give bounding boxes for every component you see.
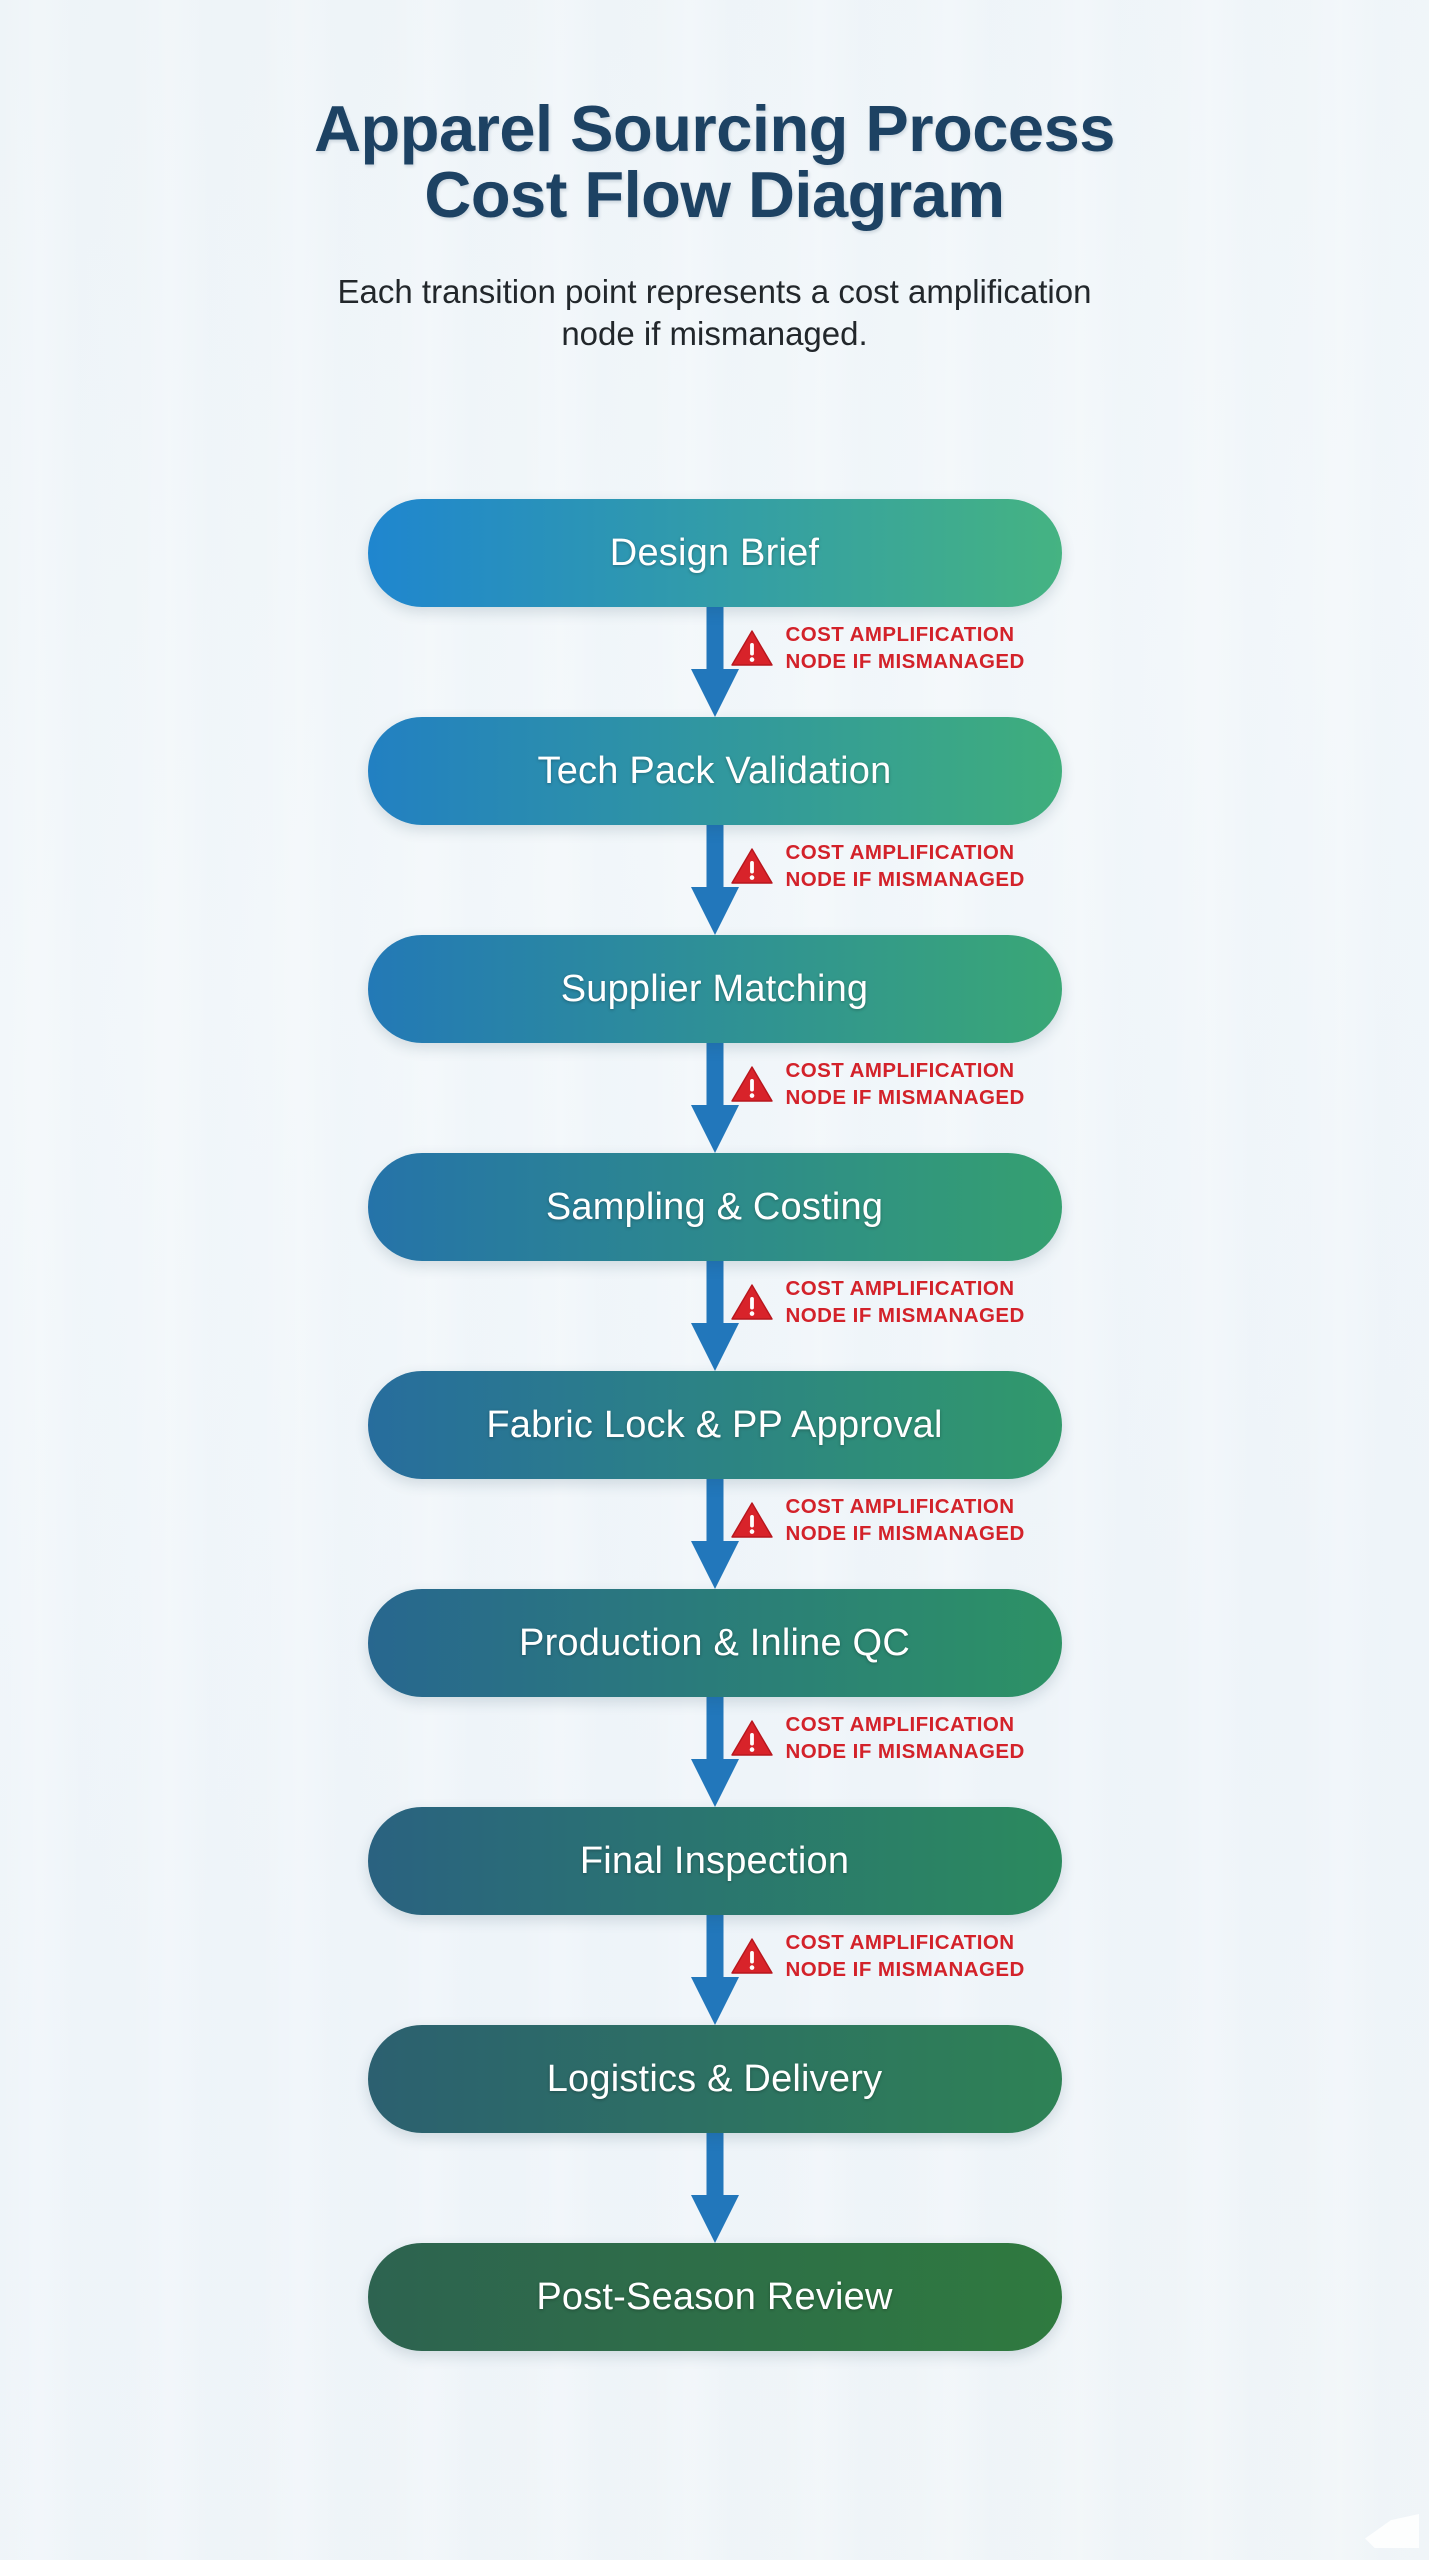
flow-node-label: Post-Season Review: [536, 2275, 893, 2318]
warning-triangle-icon: [730, 847, 773, 885]
cost-amplification-warning: COST AMPLIFICATION NODE IF MISMANAGED: [730, 1275, 1025, 1329]
warning-text-line-2: NODE IF MISMANAGED: [785, 1086, 1025, 1110]
cost-amplification-warning: COST AMPLIFICATION NODE IF MISMANAGED: [730, 839, 1025, 893]
flow-connector: COST AMPLIFICATION NODE IF MISMANAGED: [0, 825, 1429, 935]
warning-text-line-1: COST AMPLIFICATION: [785, 1277, 1015, 1300]
flow-node-label: Sampling & Costing: [545, 1185, 884, 1228]
warning-text-line-1: COST AMPLIFICATION: [785, 1059, 1015, 1082]
flow-connector: [0, 2133, 1429, 2243]
warning-text-line-1: COST AMPLIFICATION: [785, 841, 1015, 864]
warning-triangle-icon: [730, 629, 773, 667]
warning-triangle-icon: [730, 1065, 773, 1103]
flow-step: Production & Inline QC: [0, 1589, 1429, 1697]
flow-node[interactable]: Logistics & Delivery: [367, 2025, 1062, 2133]
flow-step: Sampling & Costing: [0, 1153, 1429, 1261]
warning-text-line-2: NODE IF MISMANAGED: [785, 650, 1025, 674]
flow-node-label: Final Inspection: [579, 1839, 850, 1882]
warning-text-line-1: COST AMPLIFICATION: [785, 623, 1015, 646]
flow-node-label: Supplier Matching: [560, 967, 869, 1010]
flow-step: Tech Pack Validation: [0, 717, 1429, 825]
cost-amplification-warning: COST AMPLIFICATION NODE IF MISMANAGED: [730, 621, 1025, 675]
flow-connector: COST AMPLIFICATION NODE IF MISMANAGED: [0, 1479, 1429, 1589]
flow-node-label: Design Brief: [609, 531, 820, 574]
warning-text: COST AMPLIFICATION NODE IF MISMANAGED: [786, 839, 1025, 893]
flow-connector: COST AMPLIFICATION NODE IF MISMANAGED: [0, 1043, 1429, 1153]
flow-node[interactable]: Design Brief: [367, 499, 1062, 607]
flow-connector: COST AMPLIFICATION NODE IF MISMANAGED: [0, 607, 1429, 717]
flow-connector: COST AMPLIFICATION NODE IF MISMANAGED: [0, 1697, 1429, 1807]
title-line-1: Apparel Sourcing Process: [314, 92, 1115, 165]
flow-step: Post-Season Review: [0, 2243, 1429, 2351]
warning-text: COST AMPLIFICATION NODE IF MISMANAGED: [786, 1275, 1025, 1329]
flow-node[interactable]: Fabric Lock & PP Approval: [367, 1371, 1062, 1479]
title-line-2: Cost Flow Diagram: [424, 158, 1005, 232]
arrow-down-icon: [690, 1043, 739, 1153]
flow-node-label: Logistics & Delivery: [546, 2057, 883, 2100]
warning-text-line-2: NODE IF MISMANAGED: [785, 1304, 1025, 1328]
warning-text-line-2: NODE IF MISMANAGED: [785, 1740, 1025, 1764]
warning-text-line-2: NODE IF MISMANAGED: [785, 1958, 1025, 1982]
flow-step: Logistics & Delivery: [0, 2025, 1429, 2133]
subtitle-line-2: node if mismanaged.: [561, 314, 868, 352]
arrow-down-icon: [690, 607, 739, 717]
flow-node[interactable]: Final Inspection: [367, 1807, 1062, 1915]
arrow-down-icon: [690, 1479, 739, 1589]
flow-node-label: Fabric Lock & PP Approval: [486, 1403, 943, 1446]
warning-text-line-1: COST AMPLIFICATION: [785, 1931, 1015, 1954]
flow-node[interactable]: Sampling & Costing: [367, 1153, 1062, 1261]
arrow-down-icon: [690, 1697, 739, 1807]
warning-text-line-2: NODE IF MISMANAGED: [785, 1522, 1025, 1546]
warning-triangle-icon: [730, 1719, 773, 1757]
flow-step: Design Brief: [0, 499, 1429, 607]
warning-text: COST AMPLIFICATION NODE IF MISMANAGED: [786, 1057, 1025, 1111]
cost-amplification-warning: COST AMPLIFICATION NODE IF MISMANAGED: [730, 1929, 1025, 1983]
page-header: Apparel Sourcing Process Cost Flow Diagr…: [0, 95, 1429, 355]
flow-step: Fabric Lock & PP Approval: [0, 1371, 1429, 1479]
warning-text: COST AMPLIFICATION NODE IF MISMANAGED: [786, 621, 1025, 675]
flow-node-label: Production & Inline QC: [519, 1621, 910, 1664]
corner-mark: [1365, 2514, 1419, 2548]
subtitle-line-1: Each transition point represents a cost …: [337, 272, 1092, 310]
flow-connector: COST AMPLIFICATION NODE IF MISMANAGED: [0, 1261, 1429, 1371]
flow-node[interactable]: Production & Inline QC: [367, 1589, 1062, 1697]
cost-amplification-warning: COST AMPLIFICATION NODE IF MISMANAGED: [730, 1711, 1025, 1765]
page-subtitle: Each transition point represents a cost …: [0, 271, 1429, 355]
page-title: Apparel Sourcing Process Cost Flow Diagr…: [0, 95, 1429, 232]
arrow-down-icon: [690, 825, 739, 935]
cost-amplification-warning: COST AMPLIFICATION NODE IF MISMANAGED: [730, 1057, 1025, 1111]
flow-node[interactable]: Tech Pack Validation: [367, 717, 1062, 825]
warning-text: COST AMPLIFICATION NODE IF MISMANAGED: [786, 1493, 1025, 1547]
flow-node-label: Tech Pack Validation: [537, 749, 892, 792]
arrow-down-icon: [690, 1915, 739, 2025]
arrow-down-icon: [690, 1261, 739, 1371]
warning-text-line-1: COST AMPLIFICATION: [785, 1495, 1015, 1518]
warning-triangle-icon: [730, 1501, 773, 1539]
warning-text-line-1: COST AMPLIFICATION: [785, 1713, 1015, 1736]
flow-step: Final Inspection: [0, 1807, 1429, 1915]
flow-connector: COST AMPLIFICATION NODE IF MISMANAGED: [0, 1915, 1429, 2025]
warning-text: COST AMPLIFICATION NODE IF MISMANAGED: [786, 1929, 1025, 1983]
cost-amplification-warning: COST AMPLIFICATION NODE IF MISMANAGED: [730, 1493, 1025, 1547]
warning-text: COST AMPLIFICATION NODE IF MISMANAGED: [786, 1711, 1025, 1765]
warning-text-line-2: NODE IF MISMANAGED: [785, 868, 1025, 892]
flow-step: Supplier Matching: [0, 935, 1429, 1043]
warning-triangle-icon: [730, 1937, 773, 1975]
flow-node[interactable]: Supplier Matching: [367, 935, 1062, 1043]
flow-node[interactable]: Post-Season Review: [367, 2243, 1062, 2351]
warning-triangle-icon: [730, 1283, 773, 1321]
arrow-down-icon: [690, 2133, 739, 2243]
